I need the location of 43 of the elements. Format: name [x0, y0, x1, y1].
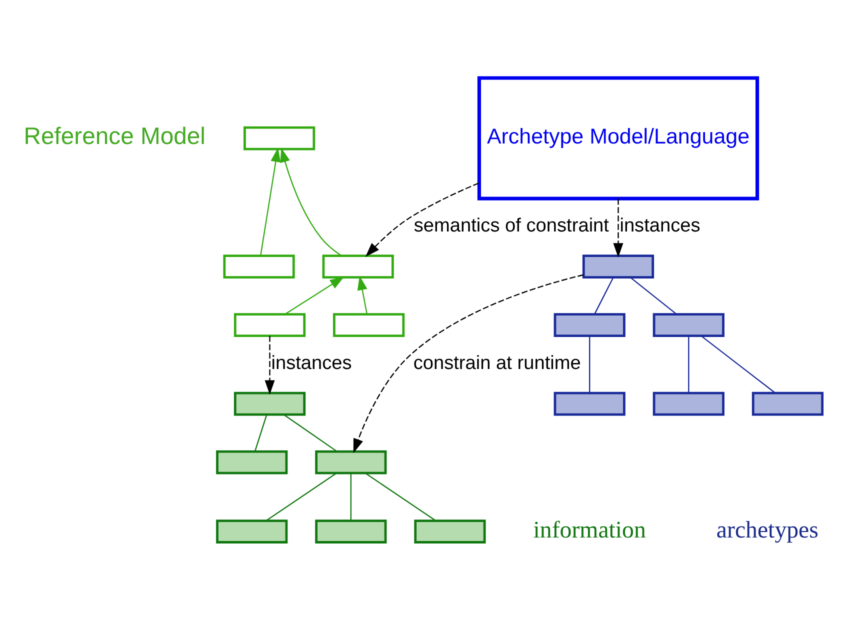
edge-label: constrain at runtime — [412, 352, 580, 374]
node-box — [243, 126, 315, 150]
connector — [630, 276, 676, 314]
connector — [265, 472, 337, 521]
node-box — [553, 391, 625, 416]
node-box — [314, 519, 386, 543]
connector — [350, 472, 352, 520]
arrow — [264, 335, 274, 394]
edge-label: semantics of constraint — [413, 215, 608, 236]
node-box: Archetype Model/Language — [476, 76, 759, 200]
node-box — [751, 391, 824, 416]
node-box — [652, 391, 724, 416]
node-text: Reference Model — [23, 122, 205, 150]
node-box — [233, 312, 306, 336]
connector — [700, 334, 776, 393]
arrow — [260, 147, 280, 256]
edge-label: instances — [619, 215, 700, 236]
node-text: archetypes — [716, 516, 818, 543]
connector — [283, 414, 337, 452]
connector — [688, 335, 689, 392]
node-box — [322, 254, 394, 278]
node-box — [553, 312, 625, 336]
node-box — [233, 391, 306, 416]
arrow — [280, 147, 342, 256]
node-box — [216, 519, 288, 543]
connector — [254, 414, 267, 452]
arrow — [356, 275, 368, 314]
arrow — [352, 274, 584, 453]
node-box — [332, 312, 404, 336]
node-box — [216, 450, 288, 474]
arrow — [284, 276, 344, 314]
connector — [588, 335, 590, 392]
node-box — [582, 254, 654, 278]
node-box — [652, 312, 724, 336]
node-text: information — [532, 516, 646, 543]
connector — [594, 276, 614, 314]
connector — [364, 472, 436, 521]
arrow — [364, 182, 478, 256]
node-box — [222, 254, 294, 278]
node-box — [414, 519, 486, 543]
arrow — [612, 198, 623, 257]
edge-label: instances — [270, 352, 352, 374]
node-box — [314, 450, 386, 474]
